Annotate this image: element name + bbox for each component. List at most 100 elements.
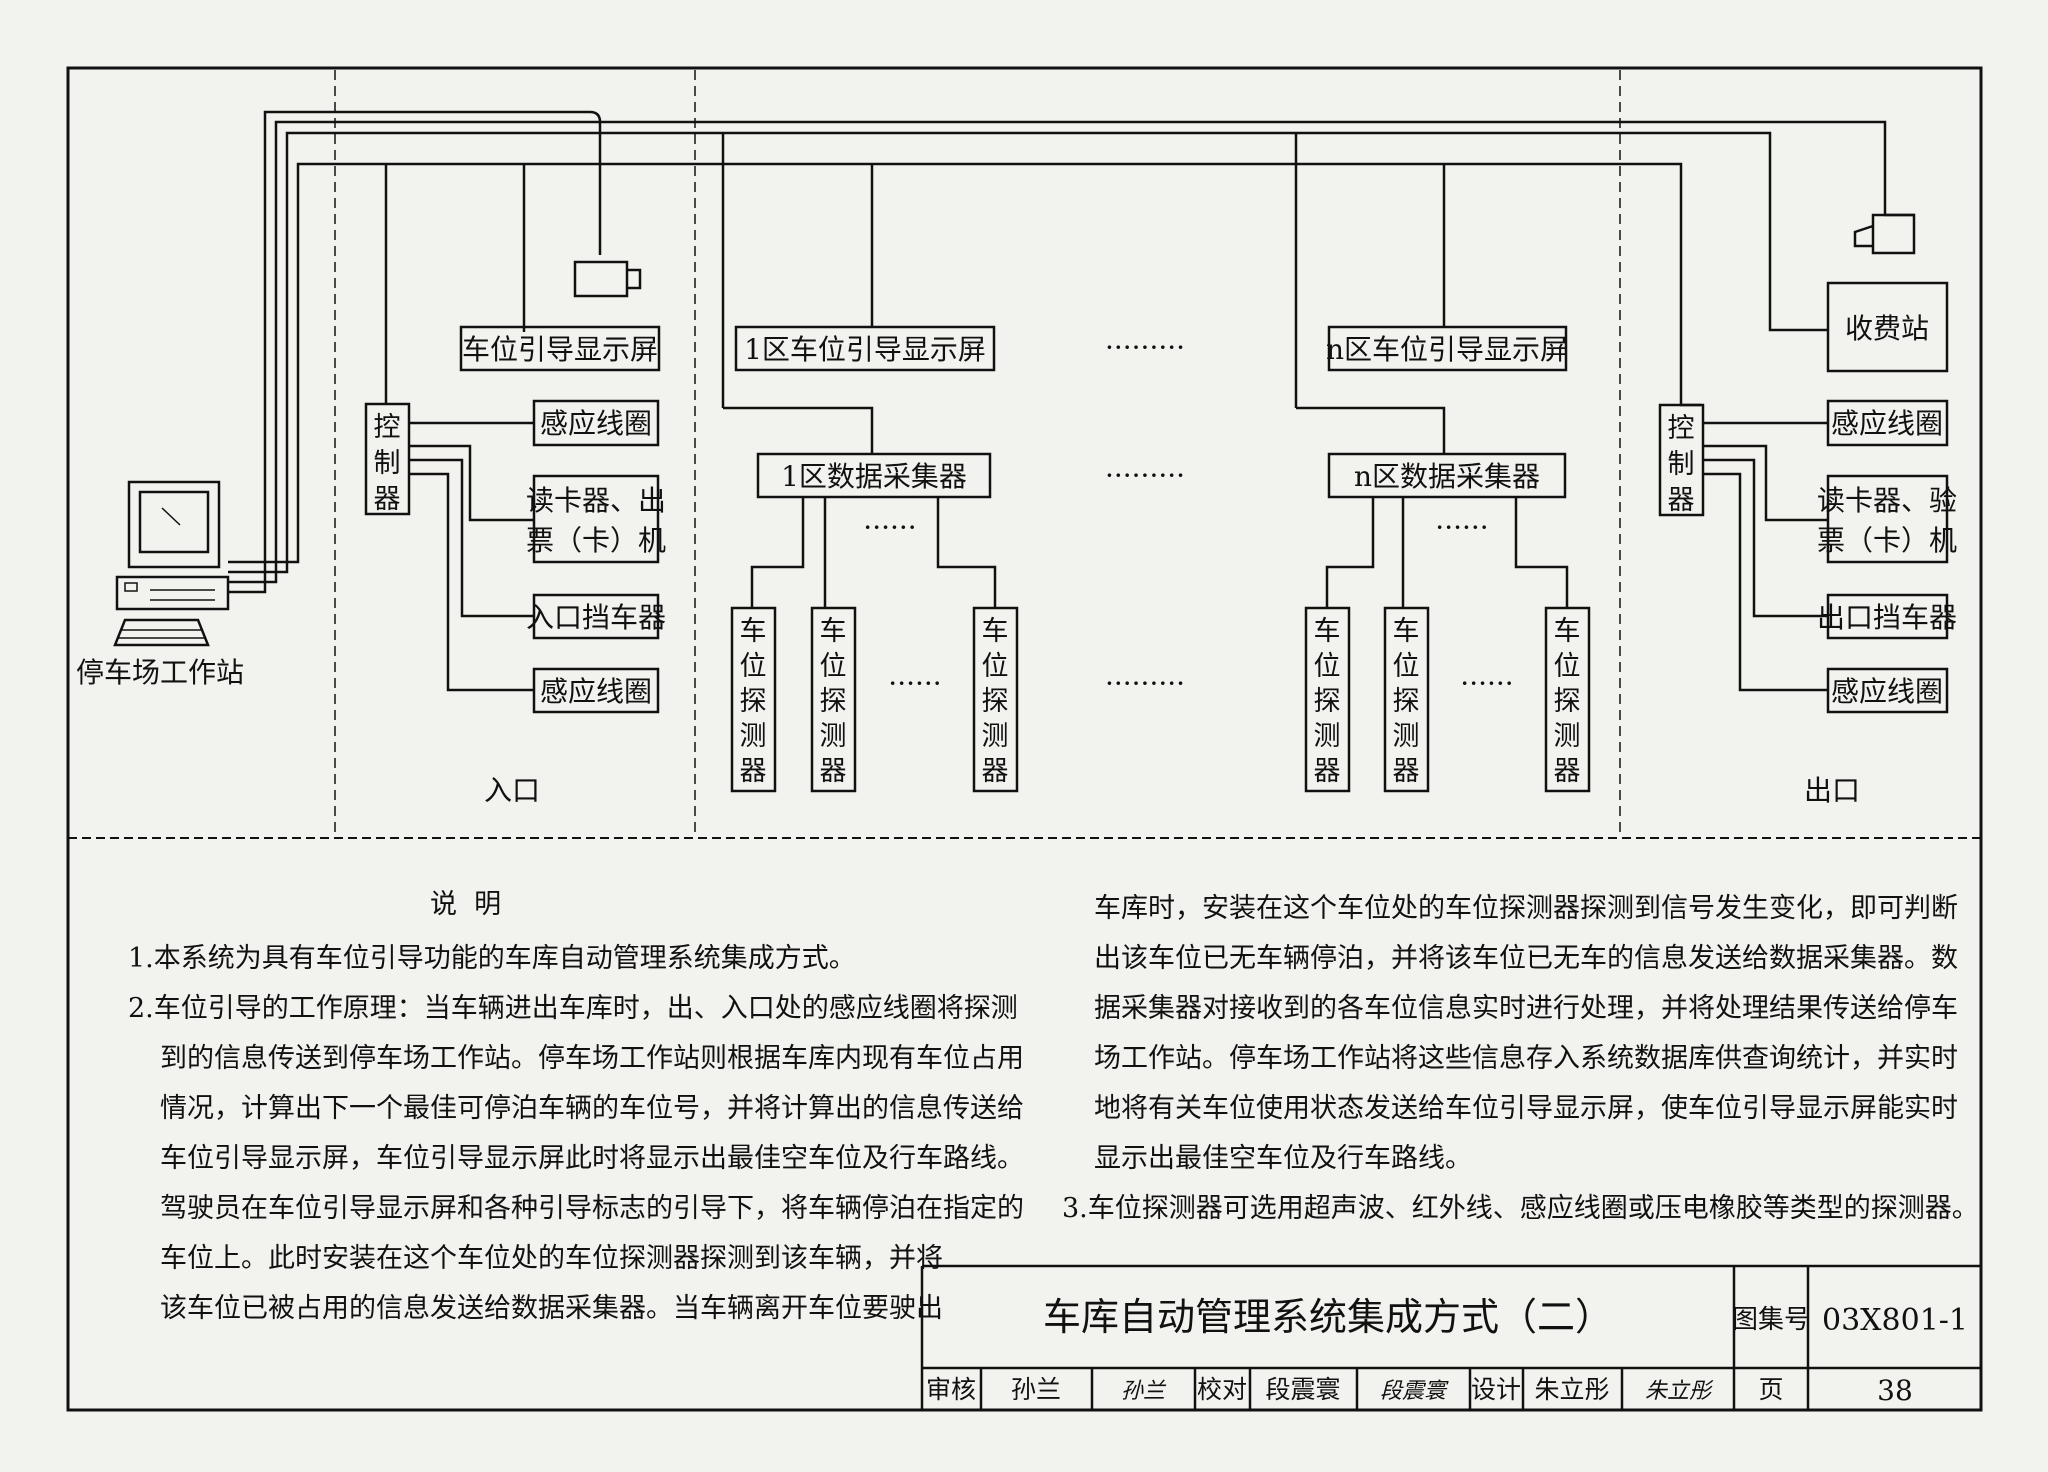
vertical-char: 位 bbox=[1393, 651, 1420, 682]
entrance-controller-label: 控制器 bbox=[374, 412, 401, 515]
ellipsis-screens: ········· bbox=[1105, 331, 1185, 364]
note-line: 据采集器对接收到的各车位信息实时进行处理，并将处理结果传送给停车 bbox=[1094, 993, 1958, 1024]
vertical-char: 器 bbox=[374, 484, 401, 515]
zonen-detector-3 bbox=[1544, 606, 1591, 793]
zonen-detector-2-label: 车位探测器 bbox=[1393, 616, 1420, 787]
zone1-detector-3 bbox=[972, 606, 1019, 793]
toll-station-label: 收费站 bbox=[1845, 312, 1929, 345]
vertical-char: 器 bbox=[820, 756, 847, 787]
zone1-ellipsis-detectors: ······ bbox=[888, 667, 941, 700]
vertical-char: 控 bbox=[374, 412, 401, 443]
atlas-no-label: 图集号 bbox=[1732, 1305, 1810, 1335]
designer-name: 朱立彤 bbox=[1534, 1375, 1609, 1404]
exit-zone-label: 出口 bbox=[1804, 774, 1860, 807]
workstation-computer-icon bbox=[113, 480, 230, 647]
reviewer-name: 孙兰 bbox=[1011, 1375, 1061, 1404]
vertical-char: 车 bbox=[1554, 616, 1581, 647]
zone1-collector-label: 1区数据采集器 bbox=[781, 460, 967, 493]
exit-reader-label-1: 读卡器、验 bbox=[1817, 484, 1957, 517]
designer-signature: 朱立彤 bbox=[1645, 1379, 1714, 1404]
atlas-no: 03X801-1 bbox=[1822, 1303, 1968, 1338]
zone1-guide-screen-label: 1区车位引导显示屏 bbox=[744, 333, 986, 366]
vertical-char: 控 bbox=[1668, 413, 1695, 444]
zonen-detector-3-label: 车位探测器 bbox=[1554, 616, 1581, 787]
note-line: 2.车位引导的工作原理：当车辆进出车库时，出、入口处的感应线圈将探测 bbox=[128, 993, 1018, 1024]
exit-controller-label: 控制器 bbox=[1668, 413, 1695, 516]
ellipsis-collectors: ········· bbox=[1105, 459, 1185, 492]
zone1-detector-1 bbox=[730, 606, 777, 793]
vertical-char: 车 bbox=[740, 616, 767, 647]
vertical-char: 位 bbox=[982, 651, 1009, 682]
zonen-collector-box bbox=[1327, 452, 1567, 499]
vertical-char: 器 bbox=[1393, 756, 1420, 787]
note-line: 该车位已被占用的信息发送给数据采集器。当车辆离开车位要驶出 bbox=[160, 1293, 943, 1324]
vertical-char: 探 bbox=[1314, 686, 1341, 717]
vertical-char: 器 bbox=[1554, 756, 1581, 787]
note-line: 地将有关车位使用状态发送给车位引导显示屏，使车位引导显示屏能实时 bbox=[1094, 1093, 1958, 1124]
notes-heading: 说 明 bbox=[430, 889, 502, 920]
note-line: 1.本系统为具有车位引导功能的车库自动管理系统集成方式。 bbox=[128, 943, 856, 974]
zone1-guide-screen-box bbox=[734, 325, 996, 372]
toll-station-box bbox=[1826, 281, 1949, 373]
drawing-title: 车库自动管理系统集成方式（二） bbox=[1043, 1295, 1613, 1339]
vertical-char: 测 bbox=[982, 721, 1009, 752]
zonen-guide-screen-label: n区车位引导显示屏 bbox=[1326, 333, 1568, 366]
entrance-guide-screen-label: 车位引导显示屏 bbox=[462, 333, 658, 366]
entrance-zone-label: 入口 bbox=[484, 774, 540, 807]
exit-reader-box bbox=[1826, 474, 1949, 564]
checker-name: 段震寰 bbox=[1265, 1375, 1340, 1404]
design-label: 设计 bbox=[1471, 1375, 1521, 1404]
exit-camera-icon bbox=[1853, 213, 1916, 255]
zonen-detector-1-label: 车位探测器 bbox=[1314, 616, 1341, 787]
vertical-char: 测 bbox=[1314, 721, 1341, 752]
vertical-char: 测 bbox=[740, 721, 767, 752]
vertical-char: 车 bbox=[1314, 616, 1341, 647]
entrance-loop-bottom-label: 感应线圈 bbox=[540, 675, 652, 708]
entrance-reader-box bbox=[532, 474, 660, 564]
vertical-char: 探 bbox=[820, 686, 847, 717]
entrance-guide-screen-box bbox=[459, 325, 661, 372]
title-block-frame bbox=[920, 1264, 1981, 1410]
review-label: 审核 bbox=[926, 1375, 976, 1404]
exit-loop-bottom-label: 感应线圈 bbox=[1831, 675, 1943, 708]
zone1-detector-2 bbox=[810, 606, 857, 793]
page-number: 38 bbox=[1877, 1374, 1913, 1407]
check-label: 校对 bbox=[1197, 1375, 1247, 1404]
workstation-label: 停车场工作站 bbox=[76, 656, 244, 689]
page-label: 页 bbox=[1758, 1375, 1783, 1404]
vertical-char: 制 bbox=[374, 448, 401, 479]
vertical-char: 测 bbox=[1554, 721, 1581, 752]
zonen-collector-label: n区数据采集器 bbox=[1354, 460, 1540, 493]
entrance-loop-top-box bbox=[532, 399, 660, 447]
zonen-guide-screen-box bbox=[1327, 325, 1568, 372]
ellipsis-detectors: ········· bbox=[1105, 667, 1185, 700]
vertical-char: 制 bbox=[1668, 449, 1695, 480]
entrance-barrier-label: 入口挡车器 bbox=[526, 601, 666, 634]
entrance-loop-bottom-box bbox=[532, 667, 660, 714]
zonen-detector-2 bbox=[1383, 606, 1430, 793]
zone1-ellipsis-branches: ······ bbox=[863, 511, 916, 544]
zonen-detector-1 bbox=[1304, 606, 1351, 793]
vertical-char: 探 bbox=[740, 686, 767, 717]
note-line: 出该车位已无车辆停泊，并将该车位已无车的信息发送给数据采集器。数 bbox=[1094, 943, 1958, 974]
zonen-ellipsis-detectors: ······ bbox=[1460, 667, 1513, 700]
checker-signature: 段震寰 bbox=[1380, 1379, 1449, 1404]
note-line: 车位上。此时安装在这个车位处的车位探测器探测到该车辆，并将 bbox=[160, 1243, 943, 1274]
vertical-char: 车 bbox=[1393, 616, 1420, 647]
vertical-char: 位 bbox=[820, 651, 847, 682]
reviewer-signature: 孙兰 bbox=[1121, 1379, 1167, 1404]
vertical-char: 位 bbox=[1314, 651, 1341, 682]
vertical-char: 位 bbox=[740, 651, 767, 682]
notes-left-column: 1.本系统为具有车位引导功能的车库自动管理系统集成方式。 2.车位引导的工作原理… bbox=[128, 934, 1024, 1334]
zonen-ellipsis-branches: ······ bbox=[1435, 511, 1488, 544]
exit-loop-top-label: 感应线圈 bbox=[1831, 407, 1943, 440]
note-line: 车位引导显示屏，车位引导显示屏此时将显示出最佳空车位及行车路线。 bbox=[160, 1143, 1024, 1174]
zone1-detector-1-label: 车位探测器 bbox=[740, 616, 767, 787]
vertical-char: 测 bbox=[1393, 721, 1420, 752]
entrance-reader-label-2: 票（卡）机 bbox=[526, 524, 666, 557]
vertical-char: 探 bbox=[1393, 686, 1420, 717]
note-line: 到的信息传送到停车场工作站。停车场工作站则根据车库内现有车位占用 bbox=[160, 1043, 1024, 1074]
vertical-char: 器 bbox=[982, 756, 1009, 787]
